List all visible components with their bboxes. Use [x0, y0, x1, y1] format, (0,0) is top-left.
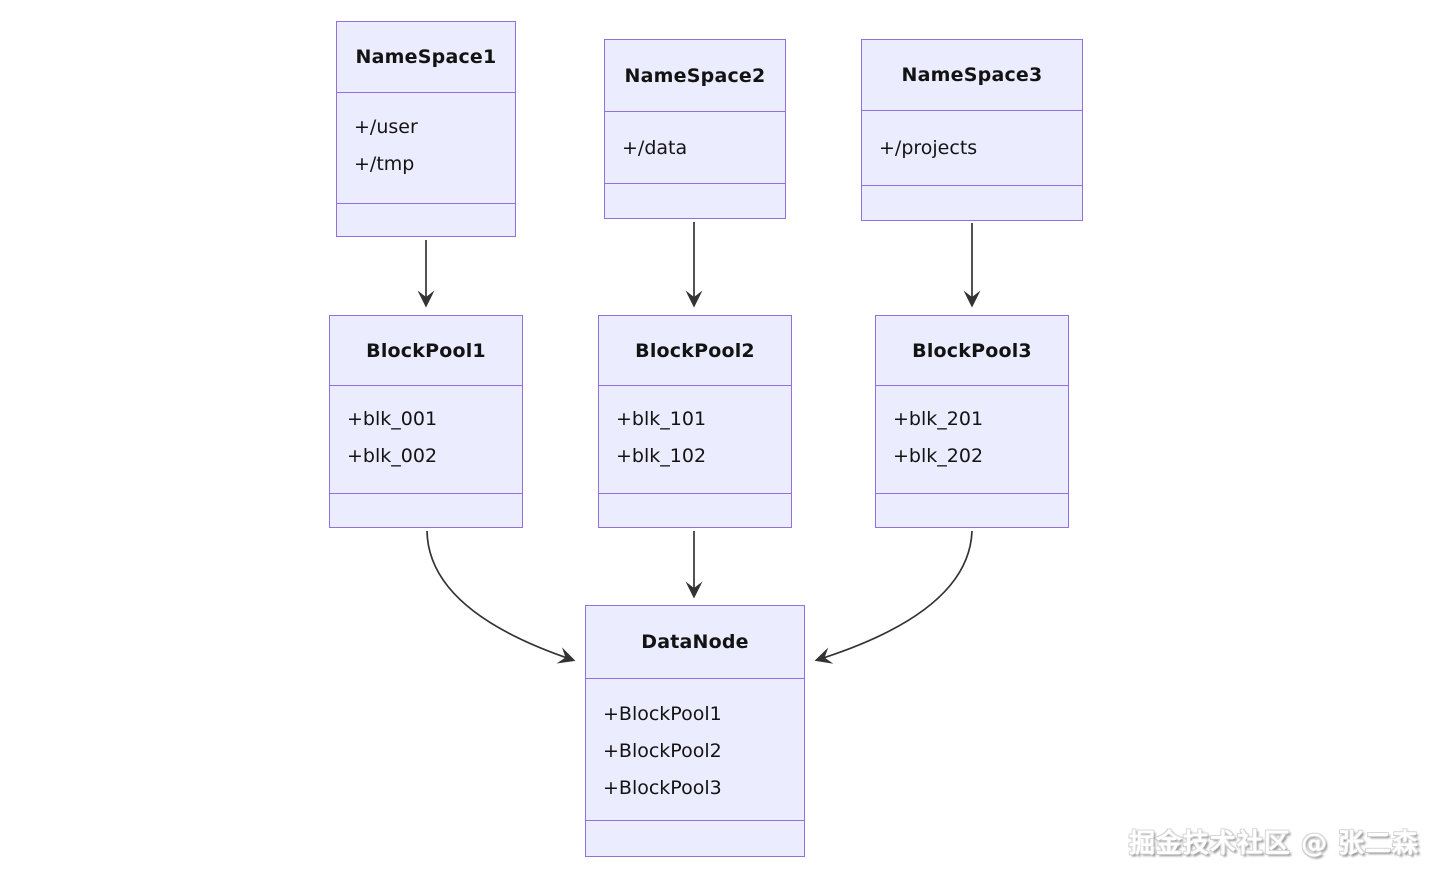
class-title: NameSpace3: [901, 64, 1043, 86]
attribute: +/data: [622, 137, 688, 159]
class-methods-empty: [862, 185, 1082, 220]
attribute: +blk_202: [893, 445, 984, 467]
attribute: +blk_001: [347, 408, 438, 430]
attribute: +BlockPool2: [603, 740, 722, 762]
class-attributes: +blk_001 +blk_002: [330, 385, 522, 493]
class-node-blockpool2: BlockPool2 +blk_101 +blk_102: [598, 315, 792, 528]
class-methods-empty: [605, 183, 785, 218]
attribute: +BlockPool1: [603, 703, 722, 725]
class-title: BlockPool3: [912, 339, 1032, 362]
class-methods-empty: [330, 493, 522, 527]
class-methods-empty: [599, 493, 791, 527]
class-methods-empty: [337, 203, 515, 236]
class-attributes: +/projects: [862, 110, 1082, 185]
class-attributes: +blk_101 +blk_102: [599, 385, 791, 493]
class-title: BlockPool2: [635, 339, 755, 362]
class-node-blockpool1: BlockPool1 +blk_001 +blk_002: [329, 315, 523, 528]
edge-blockpool1-datanode: [426, 530, 576, 664]
class-attributes: +BlockPool1 +BlockPool2 +BlockPool3: [586, 678, 804, 820]
attribute: +/user: [354, 116, 418, 138]
attribute: +blk_002: [347, 445, 438, 467]
class-node-namespace3: NameSpace3 +/projects: [861, 39, 1083, 221]
class-attributes: +/user +/tmp: [337, 92, 515, 203]
watermark: 掘金技术社区 @ 张二森: [1128, 829, 1419, 859]
class-attributes: +blk_201 +blk_202: [876, 385, 1068, 493]
class-title: NameSpace2: [624, 64, 766, 87]
attribute: +/tmp: [354, 153, 415, 175]
edge-blockpool3-datanode: [814, 530, 973, 664]
class-node-namespace2: NameSpace2 +/data: [604, 39, 786, 219]
class-attributes: +/data: [605, 111, 785, 183]
attribute: +blk_101: [616, 408, 707, 430]
class-title: DataNode: [641, 631, 749, 653]
class-title: BlockPool1: [366, 339, 486, 362]
class-node-blockpool3: BlockPool3 +blk_201 +blk_202: [875, 315, 1069, 528]
class-node-namespace1: NameSpace1 +/user +/tmp: [336, 21, 516, 237]
class-node-datanode: DataNode +BlockPool1 +BlockPool2 +BlockP…: [585, 605, 805, 857]
class-methods-empty: [586, 820, 804, 856]
attribute: +/projects: [879, 137, 978, 159]
class-methods-empty: [876, 493, 1068, 527]
attribute: +blk_201: [893, 408, 984, 430]
attribute: +blk_102: [616, 445, 707, 467]
class-title: NameSpace1: [355, 46, 497, 68]
attribute: +BlockPool3: [603, 777, 722, 799]
